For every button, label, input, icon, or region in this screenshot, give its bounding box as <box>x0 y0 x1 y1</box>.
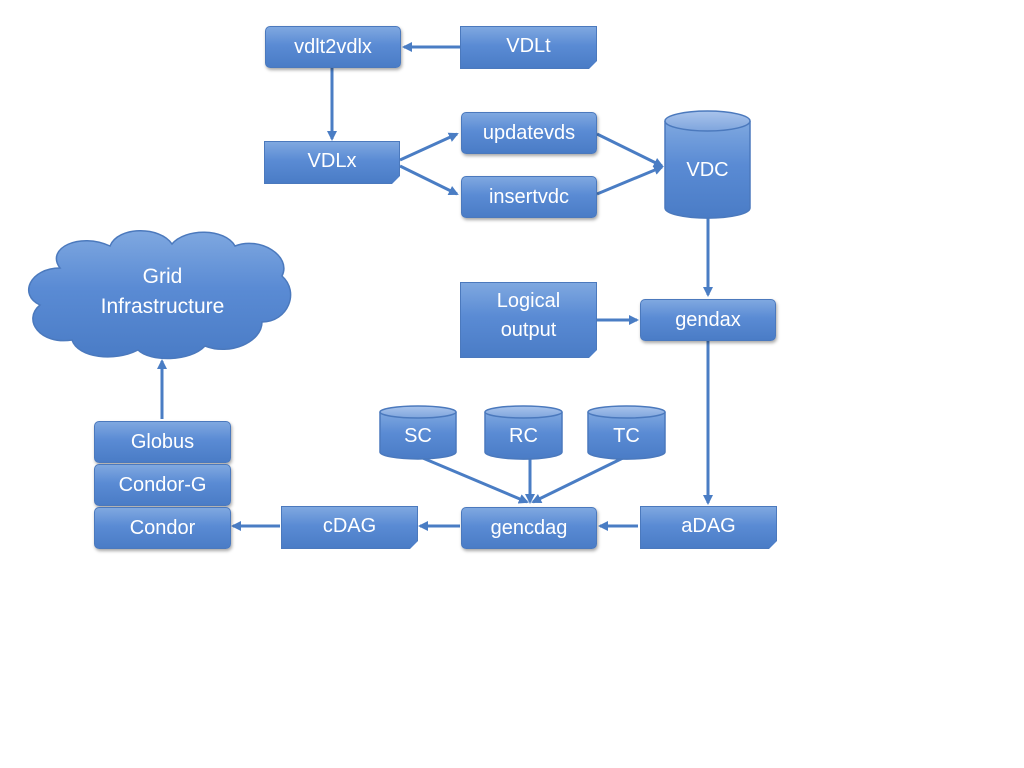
vdc-cylinder <box>664 110 751 219</box>
condor-g-label: Condor-G <box>118 474 207 496</box>
arrow-vdlx-to-insertvdc <box>399 164 459 196</box>
logical-output-line2: output <box>500 319 557 341</box>
vdlt-label: VDLt <box>506 35 551 57</box>
vdlx-document: VDLx <box>264 141 400 184</box>
logical-output-document: Logical output <box>460 282 597 358</box>
globus-box: Globus <box>94 421 231 463</box>
arrow-updatevds-to-vdc <box>596 132 664 168</box>
gencdag-label: gencdag <box>490 517 568 539</box>
vdlt2vdlx-label: vdlt2vdlx <box>294 36 372 58</box>
adag-label: aDAG <box>681 515 736 537</box>
grid-label-line1: Grid <box>142 265 183 288</box>
cdag-document: cDAG <box>281 506 418 549</box>
gencdag-box: gencdag <box>461 507 597 549</box>
vdlt2vdlx-box: vdlt2vdlx <box>265 26 401 68</box>
globus-label: Globus <box>130 431 195 453</box>
condor-g-box: Condor-G <box>94 464 231 506</box>
arrow-vdlx-to-updatevds <box>399 132 459 162</box>
updatevds-label: updatevds <box>482 122 576 144</box>
vdlx-label: VDLx <box>307 150 357 172</box>
arrow-tc-to-gencdag <box>531 454 628 504</box>
grid-label-line2: Infrastructure <box>100 295 225 319</box>
adag-document: aDAG <box>640 506 777 549</box>
rc-cylinder <box>484 405 563 460</box>
cdag-label: cDAG <box>322 515 377 537</box>
rc-label: RC <box>509 424 538 447</box>
logical-output-line1: Logical <box>496 290 561 312</box>
vdc-label: VDC <box>686 158 729 181</box>
tc-cylinder <box>587 405 666 460</box>
tc-label: TC <box>613 424 640 447</box>
grid-cloud <box>28 230 292 360</box>
gendax-label: gendax <box>675 309 741 331</box>
condor-label: Condor <box>129 517 196 539</box>
arrow-insertvdc-to-vdc <box>596 165 664 196</box>
gendax-box: gendax <box>640 299 776 341</box>
insertvdc-box: insertvdc <box>461 176 597 218</box>
updatevds-box: updatevds <box>461 112 597 154</box>
vdlt-document: VDLt <box>460 26 597 69</box>
insertvdc-label: insertvdc <box>488 186 570 208</box>
arrow-sc-to-gencdag <box>417 454 529 504</box>
sc-label: SC <box>404 424 432 447</box>
grid-cloud-label: Grid Infrastructure <box>60 262 265 323</box>
condor-box: Condor <box>94 507 231 549</box>
sc-cylinder <box>379 405 457 460</box>
